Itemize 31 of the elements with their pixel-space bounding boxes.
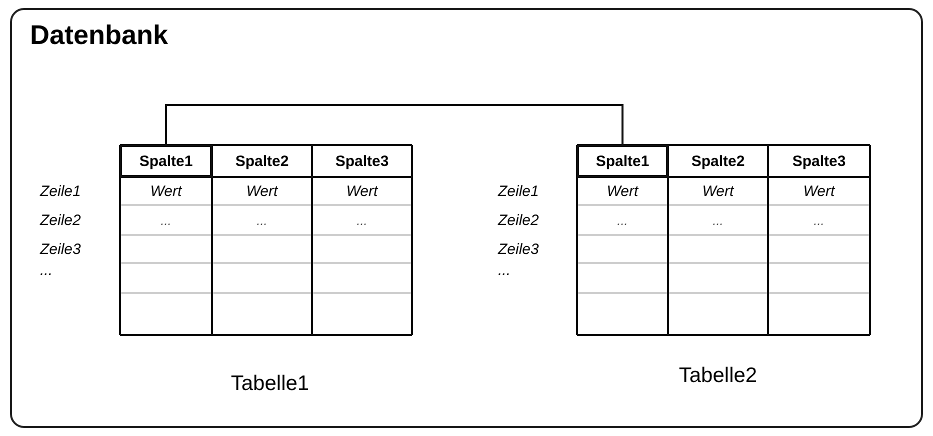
table-cell-text: Wert: [606, 182, 640, 202]
table-cell-text: ...: [616, 212, 629, 230]
table-cell-text: ...: [160, 212, 172, 230]
column-header: Spalte3: [334, 152, 390, 172]
row-label: Zeile2: [40, 210, 82, 230]
row-label: Zeile1: [498, 182, 540, 202]
database-frame: [10, 8, 923, 428]
table-cell-text: Wert: [149, 182, 184, 202]
table-cell-text: ...: [812, 212, 826, 230]
column-header: Spalte1: [120, 145, 212, 177]
table-cell-text: Wert: [245, 182, 280, 202]
row-label: Zeile3: [40, 240, 82, 260]
table-caption: Tabelle2: [678, 363, 758, 389]
column-header: Spalte1: [577, 145, 668, 177]
row-label: Zeile3: [498, 240, 540, 260]
connector-line: [165, 104, 624, 145]
table-caption: Tabelle1: [230, 371, 310, 397]
row-label: Zeile2: [498, 210, 540, 230]
table-cell-text: Wert: [701, 182, 736, 202]
row-label: ...: [498, 260, 512, 280]
table-cell-text: Wert: [802, 182, 836, 202]
column-header: Spalte2: [690, 152, 746, 172]
table-cell-text: ...: [356, 212, 368, 230]
column-header: Spalte3: [791, 152, 847, 172]
row-label: Zeile1: [40, 182, 82, 202]
column-header: Spalte2: [234, 152, 290, 172]
row-label: ...: [40, 260, 54, 280]
frame-title: Datenbank: [30, 20, 168, 51]
table-cell-text: ...: [712, 212, 724, 230]
table-cell-text: ...: [256, 212, 268, 230]
table-cell-text: Wert: [345, 182, 380, 202]
